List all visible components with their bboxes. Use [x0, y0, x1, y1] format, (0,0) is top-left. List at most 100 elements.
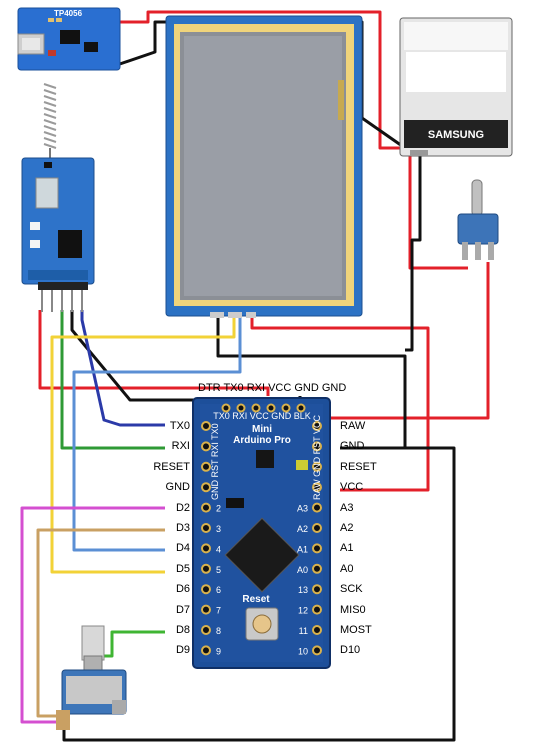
arduino-name-line2: Arduino Pro [233, 435, 291, 446]
arduino-pin-hole [201, 625, 211, 635]
arduino-right-pin-label: A2 [340, 522, 354, 534]
wire-charger-to-battery-red [118, 10, 410, 150]
arduino-right-pin-label: VCC [340, 481, 364, 494]
arduino-pin-hole [201, 543, 211, 554]
arduino-pin-hole [312, 461, 322, 472]
wire-d2-magenta [20, 506, 165, 724]
arduino-pin-hole [312, 523, 322, 533]
arduino-top-pin-hole [266, 403, 276, 413]
wire-screen-vcc-red [250, 318, 430, 492]
arduino-pin-hole [312, 421, 322, 431]
arduino-left-pin-label: D7 [175, 603, 190, 616]
arduino-pin-hole [201, 502, 211, 513]
arduino-silk-right-number: A1 [297, 544, 308, 554]
arduino-right-pin-label: SCK [340, 583, 363, 596]
arduino-pin-hole [201, 604, 211, 615]
arduino-left-pin-label: D4 [175, 542, 190, 555]
arduino-pin-hole [312, 645, 322, 656]
battery-brand-label: SAMSUNG [428, 129, 484, 141]
wire-d5-yellow [50, 318, 236, 574]
wire-switch-to-raw-red [330, 262, 490, 420]
arduino-silk-right-number: A0 [297, 565, 308, 575]
arduino-silk-left-number: 2 [216, 504, 221, 514]
arduino-pin-hole [201, 482, 211, 493]
wires [20, 10, 490, 742]
arduino-pin-hole [312, 543, 322, 554]
arduino-pin-hole [312, 441, 322, 452]
charger-model-label: TP4056 [54, 9, 83, 18]
arduino-pin-hole [312, 482, 322, 493]
wire-d3-tan [36, 528, 165, 718]
arduino-left-pin-label: TX0 [169, 420, 190, 432]
arduino-right-pin-label: MOST [340, 624, 372, 636]
charger-module: TP4056 [17, 7, 121, 71]
arduino-silk-right-number: A2 [297, 524, 308, 534]
arduino-silk-right-number: 13 [298, 585, 308, 595]
arduino-silk-right-number: 11 [299, 626, 308, 636]
wire-battery-gnd-black [405, 150, 422, 352]
arduino-pin-hole [312, 584, 322, 595]
arduino-pin-hole [201, 645, 211, 656]
arduino-right-pin-label: RAW [340, 420, 366, 432]
arduino-top-silk: TX0 RXI VCC GND BLK [213, 411, 311, 421]
arduino-top-pin-hole [251, 403, 261, 413]
arduino-reset-silk: Reset [242, 594, 270, 605]
arduino-pin-hole [201, 441, 211, 452]
arduino-silk-left-number: 9 [216, 646, 221, 656]
touch-screen [165, 15, 363, 318]
arduino-left-pin-label: D3 [175, 522, 190, 534]
arduino-name-line1: Mini [252, 424, 272, 435]
arduino-pin-hole [312, 563, 322, 574]
wire-switch-red [408, 150, 468, 270]
antenna-spring [43, 83, 57, 160]
arduino-right-pin-label: MIS0 [340, 603, 366, 616]
arduino-silk-right-number: A3 [297, 504, 308, 514]
arduino-left-pin-label: D8 [175, 624, 190, 636]
arduino-pin-holes [201, 403, 322, 656]
arduino-left-pin-label: D6 [175, 583, 190, 596]
arduino-right-pin-label: A3 [340, 501, 354, 514]
arduino-top-pin-hole [296, 403, 306, 413]
arduino-left-pin-label: D5 [175, 562, 190, 575]
arduino-silk-left-number: 8 [216, 626, 221, 636]
arduino-left-pin-label: D9 [175, 644, 190, 657]
arduino-left-pin-label: RXI [171, 440, 190, 453]
arduino-pro-mini: Mini Arduino Pro Reset TX0 RXI VCC GND B… [192, 397, 331, 669]
arduino-top-pin-hole [236, 403, 246, 413]
arduino-pin-hole [201, 584, 211, 595]
arduino-right-pin-label: D10 [340, 644, 361, 657]
arduino-left-pin-label: GND [165, 481, 190, 494]
arduino-left-top-silk: GND RST RXI TX0 [210, 423, 220, 500]
arduino-top-pin-hole [221, 403, 231, 413]
arduino-pin-hole [201, 461, 211, 472]
arduino-pin-hole [312, 604, 322, 615]
wire-rx-green [60, 310, 165, 450]
arduino-pin-hole [201, 421, 211, 431]
radio-module [21, 157, 95, 312]
arduino-silk-right-number: 10 [298, 646, 308, 656]
wire-d8-green [102, 630, 165, 658]
arduino-silk-left-number: 4 [216, 544, 221, 554]
arduino-right-top-silk: RAW GND RST VCC [312, 414, 322, 500]
wire-tx-blue [80, 310, 165, 427]
arduino-silk-left-number: 5 [216, 565, 221, 575]
arduino-silk-right-number: 12 [298, 606, 308, 616]
arduino-right-pin-label: A1 [340, 542, 354, 555]
arduino-top-pin-labels: DTR TX0 RXI VCC GND GND [198, 382, 347, 394]
wire-gnd-bottom-black [62, 446, 456, 742]
arduino-left-pin-label: D2 [175, 501, 190, 514]
arduino-silk-left-number: 3 [216, 524, 221, 534]
arduino-silk-left-number: 6 [216, 585, 221, 595]
arduino-pin-hole [201, 563, 211, 574]
wire-radio-vcc-red [38, 310, 270, 396]
wire-d4-lightblue [72, 318, 242, 552]
arduino-pin-hole [312, 625, 322, 635]
arduino-left-pin-label: RESET [153, 460, 190, 473]
arduino-right-pin-label: RESET [340, 460, 377, 473]
battery: SAMSUNG [399, 17, 513, 157]
toggle-switch [457, 179, 499, 260]
rotary-encoder [56, 625, 127, 730]
arduino-right-pin-label: A0 [340, 562, 354, 575]
arduino-pin-hole [312, 502, 322, 513]
